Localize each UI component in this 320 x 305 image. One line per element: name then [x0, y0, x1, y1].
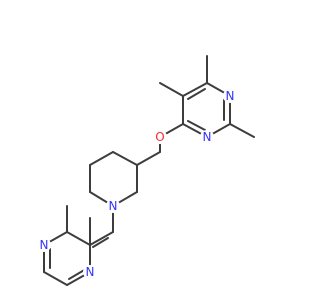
bond: [66, 231, 91, 246]
bond: [92, 237, 109, 248]
dimethylpyrimidine-ring: [43, 205, 114, 286]
molecule-diagram: N N O N N N: [37, 55, 255, 286]
bond: [112, 151, 138, 166]
nitrogen-atom-label: N: [203, 130, 212, 144]
trimethylpyrimidine-ring: [159, 55, 255, 138]
molecule-canvas: N N O N N N: [37, 55, 255, 286]
bond: [187, 120, 206, 131]
piperidine-ring: [89, 151, 138, 233]
bond: [43, 271, 68, 286]
nitrogen-atom-label: N: [226, 89, 235, 103]
bond: [89, 151, 114, 166]
nitrogen-atom-label: N: [86, 265, 95, 279]
methyl-bond: [159, 82, 184, 97]
oxygen-atom-label: O: [155, 130, 164, 144]
nitrogen-atom-label: N: [40, 238, 49, 252]
bond: [182, 82, 208, 97]
piperidine-nitrogen-label: N: [109, 199, 118, 213]
atom-labels: N N O N N N: [37, 89, 237, 279]
bond: [187, 88, 206, 100]
methyl-bond: [229, 123, 255, 138]
bond: [136, 151, 161, 166]
bond: [89, 231, 114, 246]
